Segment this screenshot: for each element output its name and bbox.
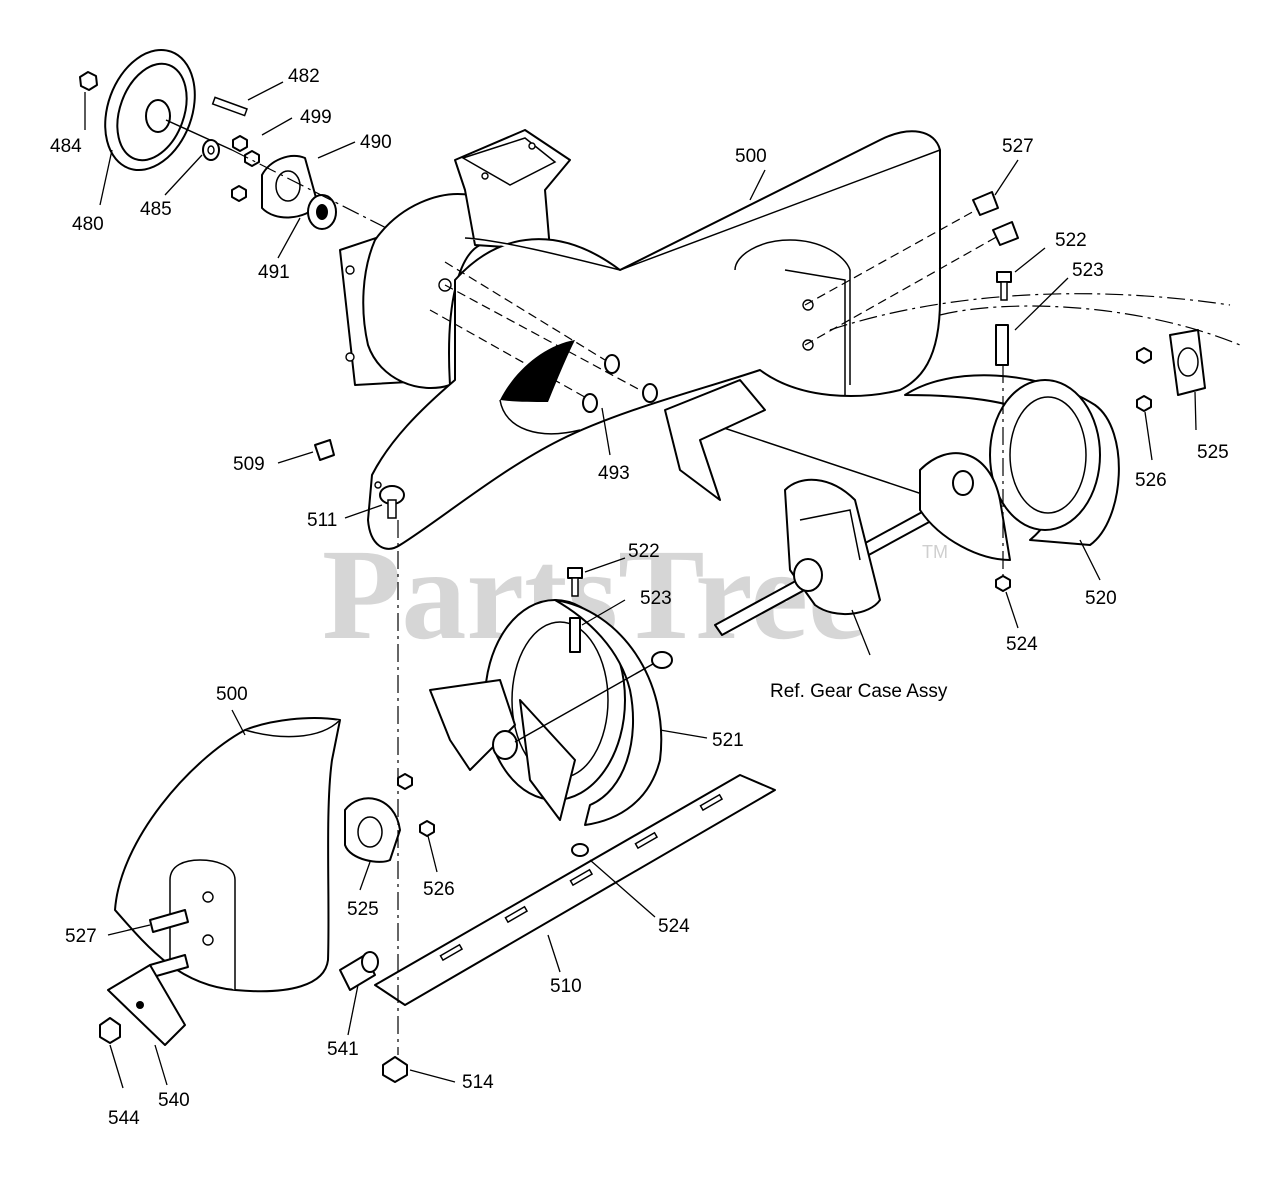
nut-526-lower[interactable] <box>419 820 435 837</box>
callout-520: 520 <box>1085 588 1117 609</box>
nut-484[interactable] <box>79 71 98 91</box>
bearing-491[interactable] <box>307 194 337 230</box>
callout-524-lower: 524 <box>658 916 690 937</box>
callout-527-lower: 527 <box>65 926 97 947</box>
bolt-509[interactable] <box>314 439 335 461</box>
callout-541: 541 <box>327 1039 359 1060</box>
callout-527-upper: 527 <box>1002 136 1034 157</box>
nut-524-upper[interactable] <box>995 575 1011 592</box>
pulley-480[interactable] <box>89 37 233 182</box>
callout-490: 490 <box>360 132 392 153</box>
spacer-523-lower[interactable] <box>569 617 581 653</box>
spacer-523-upper[interactable] <box>995 324 1009 366</box>
leader-lines <box>84 81 1197 1089</box>
callout-523-lower: 523 <box>640 588 672 609</box>
carriage-bolt-511[interactable] <box>379 485 405 519</box>
bolts-527-upper[interactable] <box>972 191 1019 246</box>
callout-labels: 482 484 499 490 480 485 491 500 527 522 … <box>50 66 1229 1129</box>
nut-544[interactable] <box>99 1017 121 1044</box>
callout-522-lower: 522 <box>628 541 660 562</box>
shear-bolt-522-upper[interactable] <box>996 271 1012 301</box>
callout-523-upper: 523 <box>1072 260 1104 281</box>
nut-524-lower[interactable] <box>571 843 589 857</box>
key-482[interactable] <box>211 96 248 117</box>
callout-482: 482 <box>288 66 320 87</box>
side-panel-500[interactable] <box>114 717 341 993</box>
nuts-526-upper[interactable] <box>1136 347 1152 412</box>
gear-case-reference-note: Ref. Gear Case Assy <box>770 681 948 702</box>
callout-521: 521 <box>712 730 744 751</box>
auger-521[interactable] <box>429 599 673 826</box>
callout-485: 485 <box>140 199 172 220</box>
callout-522-upper: 522 <box>1055 230 1087 251</box>
bolts-527-lower[interactable] <box>149 909 189 978</box>
nut-near-flange[interactable] <box>397 773 413 790</box>
auger-housing[interactable] <box>339 129 941 550</box>
callout-499: 499 <box>300 107 332 128</box>
carriage-bolts-493[interactable] <box>582 354 658 413</box>
callout-511: 511 <box>307 510 337 531</box>
trademark-symbol: TM <box>922 542 948 562</box>
callout-514: 514 <box>462 1072 494 1093</box>
auger-520[interactable] <box>904 374 1120 561</box>
callout-540: 540 <box>158 1090 190 1111</box>
callout-500-upper: 500 <box>735 146 767 167</box>
shave-plate-510[interactable] <box>374 774 776 1006</box>
callout-525-upper: 525 <box>1197 442 1229 463</box>
gear-case-assembly[interactable] <box>784 478 881 616</box>
callout-525-lower: 525 <box>347 899 379 920</box>
shear-bolt-522-lower[interactable] <box>567 567 583 597</box>
callout-510: 510 <box>550 976 582 997</box>
callout-524-upper: 524 <box>1006 634 1038 655</box>
callout-493: 493 <box>598 463 630 484</box>
callout-480: 480 <box>72 214 104 235</box>
callout-509: 509 <box>233 454 265 475</box>
nuts-499[interactable] <box>231 135 260 202</box>
callout-526-upper: 526 <box>1135 470 1167 491</box>
bolt-541[interactable] <box>339 951 379 991</box>
callout-526-lower: 526 <box>423 879 455 900</box>
callout-484: 484 <box>50 136 82 157</box>
callout-491: 491 <box>258 262 290 283</box>
callout-500-lower: 500 <box>216 684 248 705</box>
bearing-flange-525-lower[interactable] <box>344 797 401 863</box>
callout-544: 544 <box>108 1108 140 1129</box>
washer-485[interactable] <box>202 139 220 161</box>
nut-514[interactable] <box>382 1056 408 1083</box>
skid-shoe-540[interactable] <box>107 964 186 1046</box>
bearing-flange-525-upper[interactable] <box>1169 329 1206 396</box>
